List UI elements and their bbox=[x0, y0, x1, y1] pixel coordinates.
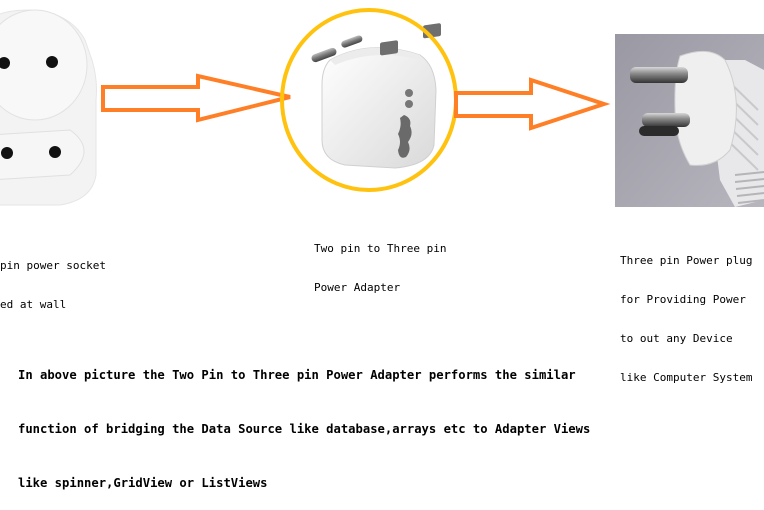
adapter-caption-line-1: Two pin to Three pin bbox=[314, 242, 447, 255]
description-paragraph: In above picture the Two Pin to Three pi… bbox=[18, 330, 590, 510]
plug-caption-line-1: Three pin Power plug bbox=[620, 254, 753, 267]
description-line-3: like spinner,GridView or ListViews bbox=[18, 476, 268, 490]
description-line-1: In above picture the Two Pin to Three pi… bbox=[18, 368, 576, 382]
adapter-caption: Two pin to Three pin Power Adapter bbox=[314, 216, 446, 307]
adapter-image bbox=[311, 23, 441, 169]
wall-socket-image bbox=[0, 9, 97, 206]
plug-caption-line-4: like Computer System bbox=[620, 371, 753, 384]
socket-caption-line-2: ed at wall bbox=[0, 298, 67, 311]
adapter-caption-line-2: Power Adapter bbox=[314, 281, 401, 294]
description-line-2: function of bridging the Data Source lik… bbox=[18, 422, 591, 436]
diagram-canvas bbox=[0, 8, 764, 207]
arrow-socket-to-adapter bbox=[101, 73, 291, 123]
plug-caption: Three pin Power plug for Providing Power… bbox=[620, 228, 752, 397]
plug-caption-line-3: to out any Device bbox=[620, 332, 733, 345]
socket-caption: pin power socket ed at wall bbox=[0, 233, 106, 324]
three-pin-plug-image bbox=[615, 34, 764, 207]
plug-caption-line-2: for Providing Power bbox=[620, 293, 746, 306]
socket-caption-line-1: pin power socket bbox=[0, 259, 106, 272]
arrow-adapter-to-plug bbox=[454, 77, 611, 131]
